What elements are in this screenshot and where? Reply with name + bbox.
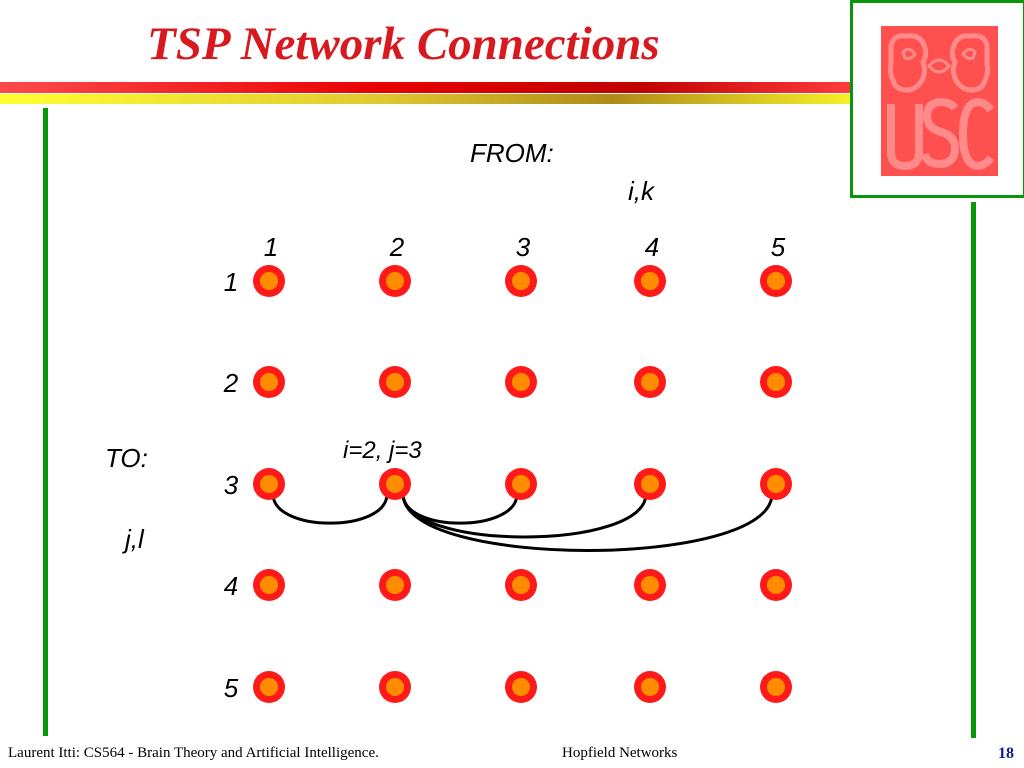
neuron-r3-c3	[505, 468, 537, 500]
neuron-r2-c3	[505, 366, 537, 398]
connection-curve-to-col-1	[271, 492, 389, 525]
neuron-r1-c3	[505, 265, 537, 297]
neuron-r5-c4	[634, 671, 666, 703]
neuron-core	[260, 373, 278, 391]
neuron-core	[641, 272, 659, 290]
neuron-core	[386, 373, 404, 391]
neuron-core	[512, 678, 530, 696]
neuron-r2-c5	[760, 366, 792, 398]
neuron-r4-c3	[505, 569, 537, 601]
neuron-r4-c4	[634, 569, 666, 601]
neuron-grid	[253, 265, 792, 703]
connection-curves	[271, 492, 774, 552]
row-label-3: 3	[224, 470, 239, 500]
neuron-core	[260, 678, 278, 696]
title-underline-gold-bar	[0, 94, 850, 104]
row-label-4: 4	[224, 571, 238, 601]
right-green-rule	[971, 202, 976, 738]
neuron-core	[641, 678, 659, 696]
neuron-core	[767, 373, 785, 391]
page-number: 18	[998, 745, 1014, 762]
connection-curve-to-col-5	[401, 492, 774, 552]
row-label-2: 2	[223, 368, 239, 398]
connection-curve-to-col-4	[401, 492, 648, 539]
title-underline-red-bar	[0, 82, 850, 93]
usc-logo	[881, 26, 998, 176]
neuron-core	[260, 272, 278, 290]
column-label-1: 1	[264, 232, 278, 262]
neuron-r5-c2	[379, 671, 411, 703]
neuron-core	[641, 373, 659, 391]
neuron-core	[641, 475, 659, 493]
neuron-r3-c5	[760, 468, 792, 500]
column-label-5: 5	[771, 232, 786, 262]
neuron-core	[260, 576, 278, 594]
column-label-2: 2	[389, 232, 405, 262]
row-label-1: 1	[224, 267, 238, 297]
from-index-label: i,k	[628, 176, 656, 206]
neuron-r3-c2	[379, 468, 411, 500]
neuron-core	[386, 272, 404, 290]
neuron-r2-c1	[253, 366, 285, 398]
neuron-core	[767, 272, 785, 290]
neuron-core	[512, 576, 530, 594]
neuron-core	[386, 475, 404, 493]
neuron-r2-c4	[634, 366, 666, 398]
neuron-r5-c1	[253, 671, 285, 703]
neuron-core	[386, 576, 404, 594]
neuron-core	[386, 678, 404, 696]
usc-logo-frame	[850, 0, 1024, 198]
neuron-r3-c4	[634, 468, 666, 500]
neuron-core	[767, 475, 785, 493]
slide-title: TSP Network Connections	[147, 18, 660, 70]
left-green-rule	[43, 108, 48, 736]
neuron-core	[767, 576, 785, 594]
usc-logo-graphic	[887, 33, 995, 171]
neuron-core	[260, 475, 278, 493]
neuron-core	[512, 373, 530, 391]
neuron-r4-c1	[253, 569, 285, 601]
from-label: FROM:	[470, 138, 554, 168]
column-label-3: 3	[516, 232, 531, 262]
neuron-r1-c4	[634, 265, 666, 297]
neuron-r3-c1	[253, 468, 285, 500]
neuron-core	[512, 475, 530, 493]
neuron-core	[641, 576, 659, 594]
column-labels: 1 2 3 4 5	[264, 232, 786, 262]
to-label: TO:	[105, 443, 148, 473]
row-label-5: 5	[224, 673, 239, 703]
footer-topic: Hopfield Networks	[562, 745, 678, 761]
neuron-core	[767, 678, 785, 696]
neuron-r1-c2	[379, 265, 411, 297]
neuron-r5-c3	[505, 671, 537, 703]
neuron-core	[512, 272, 530, 290]
row-labels: 1 2 3 4 5	[223, 267, 239, 703]
neuron-r2-c2	[379, 366, 411, 398]
column-label-4: 4	[645, 232, 659, 262]
footer-course-credit: Laurent Itti: CS564 - Brain Theory and A…	[8, 745, 379, 761]
neuron-r4-c2	[379, 569, 411, 601]
title-underline	[0, 82, 850, 106]
neuron-r1-c1	[253, 265, 285, 297]
neuron-r4-c5	[760, 569, 792, 601]
neuron-r5-c5	[760, 671, 792, 703]
connection-annotation: i=2, j=3	[343, 437, 422, 464]
neuron-r1-c5	[760, 265, 792, 297]
to-index-label: j,l	[122, 524, 145, 554]
